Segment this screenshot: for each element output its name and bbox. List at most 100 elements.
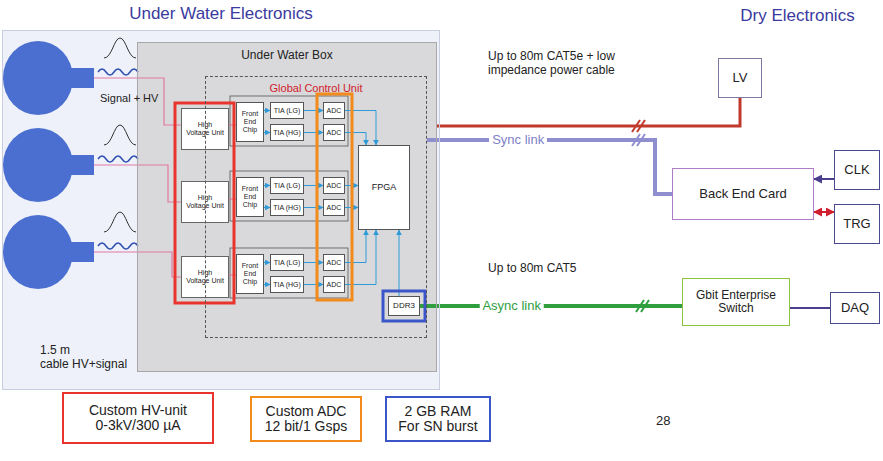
- pmt-dome: [3, 215, 73, 289]
- page-number: 28: [656, 414, 696, 429]
- pulse-shape: [104, 125, 136, 145]
- box-text: TIA (HG): [273, 281, 301, 289]
- connector: [304, 262, 323, 263]
- pmt-base: [70, 68, 94, 88]
- adc-box: ADC: [323, 102, 345, 119]
- box-heading: Under Water Electronics: [0, 4, 459, 24]
- connector: [345, 230, 376, 285]
- background-fills: [2, 30, 440, 390]
- power-supply-box: LV: [718, 58, 762, 98]
- front-end-chip: Front End Chip: [236, 254, 264, 294]
- box-text: ADC: [327, 281, 342, 289]
- signal-note: Signal + HV: [100, 92, 180, 105]
- box-text: DAQ: [841, 301, 869, 315]
- connector: [814, 211, 834, 213]
- pulse-shape: [104, 38, 136, 58]
- cable-note: 1.5 m cable HV+signal: [40, 344, 130, 372]
- box-text: ADC: [327, 204, 342, 212]
- box-text: TRG: [843, 217, 870, 231]
- box-text: 2 GB RAM For SN burst: [395, 404, 481, 435]
- box-text: DDR3: [393, 302, 415, 311]
- box-text: Custom ADC 12 bit/1 Gsps: [260, 404, 352, 435]
- region-heading: Dry Electronics: [715, 6, 880, 26]
- channel-outline: [230, 96, 348, 146]
- signal-wave: [98, 243, 138, 249]
- box-text: TIA (HG): [273, 129, 301, 137]
- adc-highlight: [317, 94, 352, 300]
- connector: [399, 230, 400, 296]
- connector: [814, 178, 834, 180]
- legend-box: Custom HV-unit 0-3kV/300 µA: [62, 392, 214, 444]
- pmt-illustration: [3, 38, 181, 289]
- box-text: Front End Chip: [238, 110, 262, 133]
- signal-wave: [98, 156, 138, 162]
- water-region-fill: [2, 30, 440, 390]
- box-text: TIA (HG): [273, 204, 301, 212]
- box-text: ADC: [327, 107, 342, 115]
- amplifier-box: TIA (HG): [270, 124, 304, 141]
- box-text: ADC: [327, 129, 342, 137]
- pmt-base: [70, 155, 94, 175]
- box-text: TIA (LG): [274, 107, 300, 115]
- connector: [345, 111, 376, 146]
- legend-box: Custom ADC 12 bit/1 Gsps: [250, 396, 362, 442]
- connector: [427, 140, 672, 194]
- box-text: ADC: [327, 182, 342, 190]
- housing-box: High Voltage UnitHigh Voltage UnitHigh V…: [137, 42, 437, 372]
- front-end-chip: Front End Chip: [236, 102, 264, 142]
- adc-box: ADC: [323, 177, 345, 194]
- box-text: Front End Chip: [238, 262, 262, 285]
- adc-box: ADC: [323, 276, 345, 293]
- box-text: Front End Chip: [238, 185, 262, 208]
- box-heading: Global Control Unit: [206, 82, 426, 94]
- box-text: LV: [733, 71, 748, 85]
- control-unit: Front End ChipTIA (LG)TIA (HG)ADCADCFron…: [205, 76, 427, 338]
- adc-box: ADC: [323, 124, 345, 141]
- connector: [790, 307, 830, 309]
- box-text: ADC: [327, 259, 342, 267]
- legend-box: 2 GB RAM For SN burst: [385, 396, 491, 442]
- box-fill: [137, 42, 437, 372]
- channel-outline: [230, 171, 348, 221]
- amplifier-box: TIA (LG): [270, 177, 304, 194]
- network-switch: Gbit Enterprise Switch: [682, 278, 790, 326]
- link-label: Sync link: [489, 133, 547, 147]
- ram-highlight: [383, 291, 425, 321]
- front-end-chip: Front End Chip: [236, 177, 264, 217]
- connector: [304, 207, 323, 208]
- pulse-shape: [104, 212, 136, 232]
- amplifier-box: TIA (HG): [270, 276, 304, 293]
- connector: [437, 98, 740, 126]
- box-text: Gbit Enterprise Switch: [684, 289, 788, 315]
- cable-note: Up to 80m CAT5: [488, 262, 628, 276]
- box-text: TIA (LG): [274, 182, 300, 190]
- cable-marks: [632, 120, 649, 312]
- fpga-box: FPGA: [358, 145, 410, 230]
- clock-box: CLK: [834, 150, 880, 190]
- amplifier-box: TIA (HG): [270, 199, 304, 216]
- backend-card: Back End Card: [672, 168, 814, 220]
- pmt-dome: [3, 41, 73, 115]
- connector: [304, 284, 323, 285]
- connector: [304, 132, 323, 133]
- highlight-frames: [175, 94, 425, 321]
- pmt-dome: [3, 128, 73, 202]
- connector: [304, 185, 323, 186]
- box-text: Back End Card: [699, 187, 786, 201]
- connector: [345, 230, 366, 263]
- box-heading: Under Water Box: [138, 48, 436, 62]
- memory-box: DDR3: [388, 296, 420, 316]
- adc-box: ADC: [323, 199, 345, 216]
- daq-box: DAQ: [830, 292, 880, 324]
- link-label: Async link: [479, 299, 544, 313]
- box-text: Custom HV-unit 0-3kV/300 µA: [74, 403, 202, 434]
- connectors: [229, 98, 834, 308]
- signal-wave: [98, 69, 138, 75]
- connector: [420, 304, 682, 308]
- region-panel: High Voltage UnitHigh Voltage UnitHigh V…: [2, 30, 440, 390]
- pmt-base: [70, 242, 94, 262]
- channel-outline: [230, 248, 348, 298]
- box-text: TIA (LG): [274, 259, 300, 267]
- trigger-box: TRG: [834, 204, 880, 244]
